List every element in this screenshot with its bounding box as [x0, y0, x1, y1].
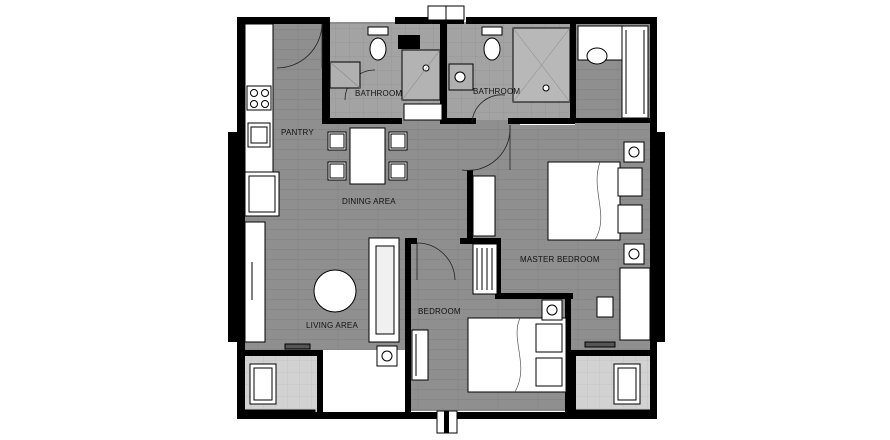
- label-bedroom: BEDROOM: [418, 307, 461, 316]
- room-labels: PANTRY BATHROOM BATHROOM DINING AREA MAS…: [281, 87, 600, 330]
- master-pillow-2: [617, 204, 643, 234]
- balcony-furniture: [244, 341, 651, 414]
- toilet-left: [369, 37, 387, 61]
- bedroom-pillow-1: [535, 323, 563, 353]
- master-bedroom-furniture: [472, 25, 651, 341]
- dining-table-set: [327, 127, 408, 185]
- toilet-left-tank: [367, 26, 389, 36]
- label-bathroom-right: BATHROOM: [473, 87, 520, 96]
- label-dining-area: DINING AREA: [342, 197, 396, 206]
- label-pantry: PANTRY: [281, 128, 314, 137]
- master-bed: [547, 161, 621, 241]
- entry-top: [427, 5, 465, 24]
- master-stool: [596, 296, 614, 318]
- living-furniture: [284, 237, 400, 367]
- master-dresser: [619, 267, 651, 341]
- bedroom-pillow-2: [535, 357, 563, 387]
- walls: [228, 17, 665, 419]
- toilet-right-tank: [481, 26, 503, 36]
- bedroom-desk: [411, 329, 429, 381]
- bedroom-furniture: [411, 299, 567, 393]
- bedroom-ac-unit: [584, 341, 616, 348]
- corridor-cabinet: [472, 175, 496, 237]
- living-ac-unit: [284, 343, 311, 350]
- pantry-fixtures: [244, 23, 280, 343]
- shelf-left: [244, 221, 266, 343]
- bathroom-right-fixtures: [448, 26, 571, 103]
- round-coffee-table: [313, 269, 357, 313]
- label-master-bedroom: MASTER BEDROOM: [520, 255, 600, 264]
- entry-bottom: [436, 410, 458, 434]
- label-living-area: LIVING AREA: [306, 321, 358, 330]
- dining-table: [349, 127, 386, 185]
- master-pillow-1: [617, 167, 643, 197]
- label-bathroom-left: BATHROOM: [355, 89, 402, 98]
- toilet-right: [483, 37, 501, 61]
- bathroom-left-fixtures: [329, 26, 443, 121]
